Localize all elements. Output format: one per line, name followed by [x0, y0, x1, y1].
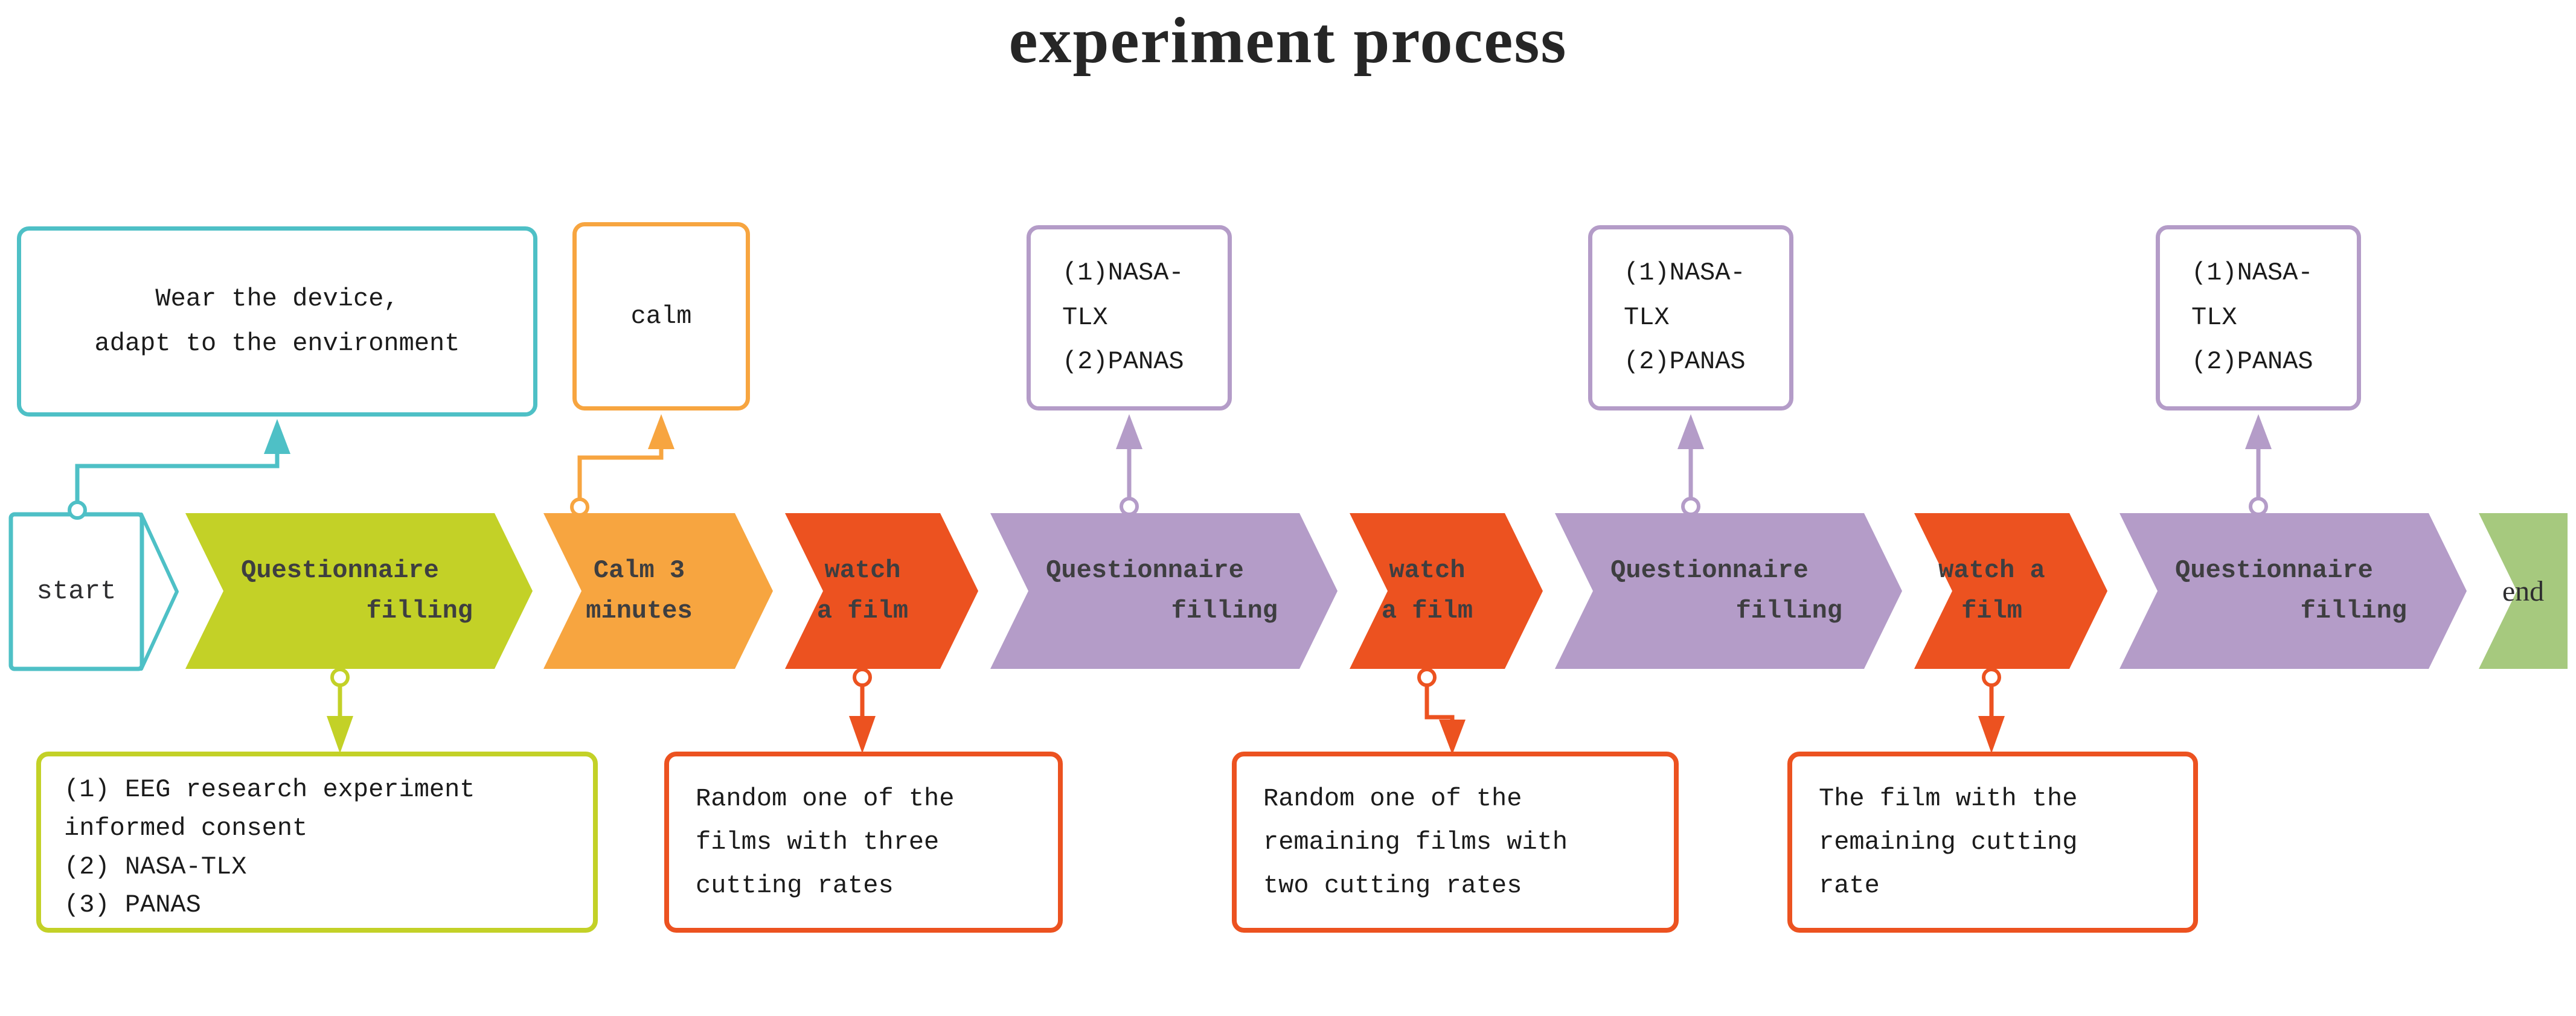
- arrowhead-questionnaire-4: [2245, 414, 2272, 449]
- connector-calm-to-note: [577, 449, 664, 499]
- arrowhead-questionnaire-2: [1116, 414, 1142, 449]
- note-consent-text: (1) EEG research experiment informed con…: [64, 775, 475, 920]
- note-box-calm: calm: [572, 222, 750, 411]
- arrowhead-calm: [648, 414, 674, 449]
- page-title: experiment process: [1008, 5, 1568, 77]
- arrowhead-questionnaire-3: [1677, 414, 1704, 449]
- note-box-film-2: Random one of the remaining films with t…: [1232, 752, 1679, 933]
- connector-dot-watch-3: [1982, 668, 2001, 687]
- note-prepare-text: Wear the device, adapt to the environmen…: [94, 284, 460, 358]
- step-label-watch-film-1: watch a film: [816, 555, 909, 625]
- connector-dot-questionnaire-1: [330, 668, 350, 687]
- chevron-questionnaire-3: [1555, 513, 1902, 669]
- note-box-questionnaire-post-3: (1)NASA-TLX (2)PANAS: [2156, 225, 2361, 411]
- note-film-3-text: The film with the remaining cutting rate: [1819, 784, 2078, 901]
- note-questionnaire-post-1-text: (1)NASA-TLX (2)PANAS: [1062, 258, 1184, 377]
- step-label-questionnaire-1: Questionnaire filling: [241, 555, 473, 625]
- step-label-questionnaire-3: Questionnaire filling: [1610, 555, 1842, 625]
- start-arrow-outline: [106, 513, 179, 671]
- step-label-watch-film-3: watch a film: [1938, 555, 2045, 625]
- chevron-end: [2479, 513, 2568, 669]
- step-label-questionnaire-2: Questionnaire filling: [1046, 555, 1278, 625]
- note-box-film-1: Random one of the films with three cutti…: [664, 752, 1063, 933]
- note-box-prepare: Wear the device, adapt to the environmen…: [17, 226, 537, 417]
- chevron-watch-film-2: [1350, 513, 1543, 669]
- arrowhead-film-2: [1439, 720, 1466, 755]
- connector-dot-questionnaire-4: [2249, 497, 2268, 516]
- note-box-questionnaire-post-1: (1)NASA-TLX (2)PANAS: [1027, 225, 1232, 411]
- start-label: start: [36, 577, 117, 607]
- step-label-calm: Calm 3 minutes: [586, 555, 693, 625]
- step-label-watch-film-2: watch a film: [1381, 555, 1473, 625]
- chevron-watch-film-1: [785, 513, 978, 669]
- end-label: end: [2502, 575, 2545, 607]
- connector-dot-calm: [570, 497, 589, 517]
- note-questionnaire-post-3-text: (1)NASA-TLX (2)PANAS: [2191, 258, 2313, 377]
- chevron-questionnaire-2: [990, 513, 1338, 669]
- arrowhead-film-3: [1978, 716, 2005, 753]
- connector-dot-watch-2: [1417, 668, 1437, 687]
- note-box-consent: (1) EEG research experiment informed con…: [36, 752, 598, 933]
- connector-dot-questionnaire-2: [1120, 497, 1139, 516]
- connector-watch-2: [1424, 686, 1455, 721]
- chevron-questionnaire-4: [2119, 513, 2467, 669]
- connector-dot-watch-1: [853, 668, 872, 687]
- note-box-questionnaire-post-2: (1)NASA-TLX (2)PANAS: [1588, 225, 1793, 411]
- note-calm-text: calm: [630, 302, 692, 331]
- arrowhead-film-1: [849, 716, 876, 753]
- chevron-calm: [543, 513, 773, 669]
- connector-dot-start: [68, 500, 87, 520]
- note-questionnaire-post-2-text: (1)NASA-TLX (2)PANAS: [1624, 258, 1746, 377]
- arrowhead-prepare: [264, 419, 290, 454]
- note-film-2-text: Random one of the remaining films with t…: [1263, 784, 1568, 901]
- step-label-questionnaire-4: Questionnaire filling: [2175, 555, 2407, 625]
- chevron-watch-film-3: [1914, 513, 2107, 669]
- note-box-film-3: The film with the remaining cutting rate: [1787, 752, 2198, 933]
- chevron-questionnaire-1: [185, 513, 533, 669]
- connector-dot-questionnaire-3: [1681, 497, 1700, 516]
- arrowhead-consent: [327, 716, 353, 753]
- note-film-1-text: Random one of the films with three cutti…: [696, 784, 955, 901]
- connector-start-to-prepare: [75, 454, 280, 502]
